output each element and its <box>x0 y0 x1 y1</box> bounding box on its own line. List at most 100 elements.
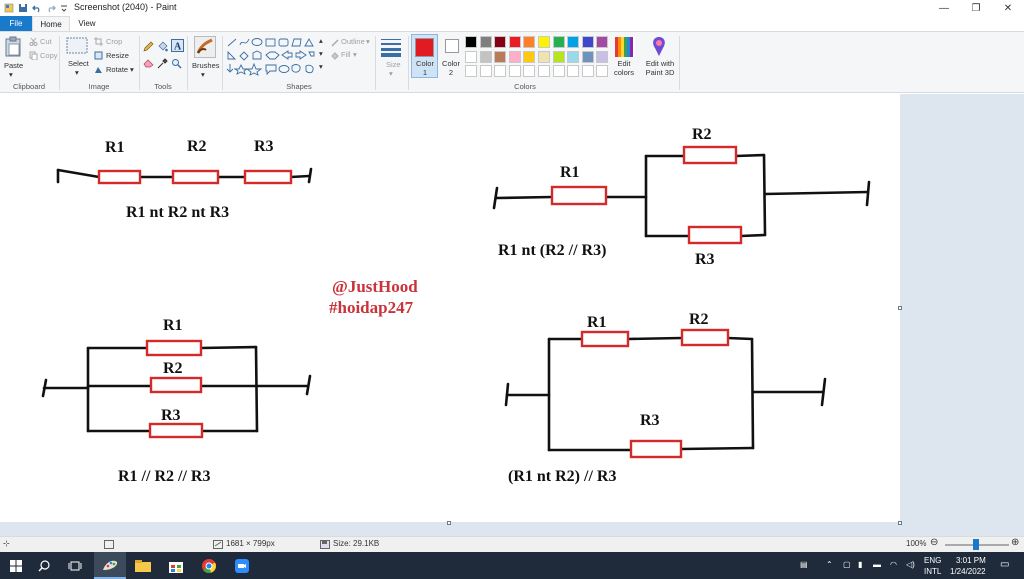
palette-swatch[interactable] <box>494 65 507 77</box>
tab-file[interactable]: File <box>0 16 32 31</box>
outline-button[interactable]: Outline <box>341 37 365 46</box>
magnifier-icon[interactable] <box>171 58 182 72</box>
select-icon[interactable] <box>66 37 88 58</box>
fill-button[interactable]: Fill <box>341 50 351 59</box>
search-icon[interactable] <box>28 552 60 579</box>
palette-swatch[interactable] <box>538 65 550 77</box>
language-code[interactable]: ENG <box>924 556 942 565</box>
palette-swatch[interactable] <box>508 65 521 77</box>
brushes-button[interactable]: Brushes <box>192 61 220 70</box>
palette-swatch[interactable] <box>465 65 477 77</box>
palette-swatch[interactable] <box>465 50 477 63</box>
keyboard-layout[interactable]: INTL <box>924 567 942 576</box>
tray-network-icon[interactable]: ◠ <box>890 560 897 569</box>
palette-swatch[interactable] <box>479 36 492 48</box>
canvas-resize-handle-corner[interactable] <box>898 521 902 525</box>
clock-time[interactable]: 3:01 PM <box>956 556 986 565</box>
cut-button[interactable]: Cut <box>40 37 52 46</box>
shapes-scroll-up-icon[interactable]: ▴ <box>319 36 323 45</box>
close-button[interactable]: ✕ <box>1003 2 1013 14</box>
brushes-icon[interactable] <box>194 36 216 61</box>
start-button[interactable] <box>0 552 32 579</box>
palette-swatch[interactable] <box>596 36 609 48</box>
redo-icon[interactable] <box>45 2 56 13</box>
fill-bucket-icon[interactable] <box>157 41 168 55</box>
fill-dropdown-icon[interactable]: ▾ <box>353 50 357 59</box>
palette-swatch[interactable] <box>523 36 536 48</box>
zoom-meetings-icon[interactable] <box>226 552 258 579</box>
palette-swatch[interactable] <box>581 36 594 48</box>
palette-swatch[interactable] <box>479 65 492 77</box>
file-explorer-icon[interactable] <box>127 552 159 579</box>
size-button[interactable]: Size <box>386 60 401 69</box>
maximize-button[interactable]: ❐ <box>971 2 981 14</box>
text-icon[interactable]: A <box>171 39 184 55</box>
crop-button[interactable]: Crop <box>106 37 123 46</box>
palette-swatch[interactable] <box>494 36 507 48</box>
palette-swatch[interactable] <box>465 36 477 48</box>
task-view-icon[interactable] <box>59 552 91 579</box>
rotate-button[interactable]: Rotate <box>106 65 129 74</box>
canvas-resize-handle-bottom[interactable] <box>447 521 451 525</box>
zoom-out-button[interactable]: ⊖ <box>930 537 939 548</box>
shapes-expand-icon[interactable]: ▾ <box>319 62 323 71</box>
color2-swatch[interactable] <box>445 39 459 53</box>
palette-swatch[interactable] <box>581 50 594 63</box>
pencil-icon[interactable] <box>143 41 154 55</box>
brushes-dropdown-icon[interactable]: ▾ <box>201 70 205 79</box>
paste-icon[interactable] <box>4 36 22 61</box>
color1-button[interactable] <box>411 34 438 78</box>
resize-button[interactable]: Resize <box>106 51 129 60</box>
color-picker-icon[interactable] <box>157 58 168 72</box>
shapes-scroll-down-icon[interactable]: ▾ <box>319 49 323 58</box>
drawing-canvas[interactable]: R1 R2 R3 R1 nt R2 nt R3 R1 R2 R3 R1 nt (… <box>0 94 900 522</box>
notifications-icon[interactable]: ▭ <box>1000 559 1010 570</box>
palette-swatch[interactable] <box>567 65 580 77</box>
palette-swatch[interactable] <box>523 65 536 77</box>
tray-usb-icon[interactable]: ▮ <box>858 560 863 569</box>
paint3d-icon[interactable] <box>650 36 668 61</box>
paste-dropdown-icon[interactable]: ▾ <box>9 70 13 79</box>
palette-swatch[interactable] <box>567 50 580 63</box>
tab-view[interactable]: View <box>78 19 96 28</box>
tray-clipboard-icon[interactable]: ▤ <box>800 560 808 569</box>
edit-paint3d-button[interactable]: Edit with Paint 3D <box>645 59 675 77</box>
copy-button[interactable]: Copy <box>40 51 58 60</box>
eraser-icon[interactable] <box>143 58 154 71</box>
zoom-slider-thumb[interactable] <box>973 539 979 550</box>
size-icon[interactable] <box>380 37 402 60</box>
size-dropdown-icon[interactable]: ▾ <box>389 69 393 78</box>
palette-swatch[interactable] <box>538 36 550 48</box>
palette-swatch[interactable] <box>523 50 536 63</box>
clock-date[interactable]: 1/24/2022 <box>950 567 986 576</box>
palette-swatch[interactable] <box>581 65 594 77</box>
zoom-in-button[interactable]: ⊕ <box>1011 537 1020 548</box>
edit-colors-button[interactable]: Edit colors <box>613 59 634 77</box>
select-dropdown-icon[interactable]: ▾ <box>75 68 79 77</box>
save-icon[interactable] <box>17 2 28 13</box>
shapes-gallery[interactable] <box>226 36 324 79</box>
tab-home[interactable]: Home <box>32 16 70 31</box>
tray-app-icon[interactable]: ▢ <box>843 560 851 569</box>
minimize-button[interactable]: — <box>939 2 949 14</box>
palette-swatch[interactable] <box>508 50 521 63</box>
chrome-icon[interactable] <box>193 552 225 579</box>
paint-taskbar-icon[interactable] <box>94 552 126 579</box>
palette-swatch[interactable] <box>479 50 492 63</box>
paint-app-icon[interactable] <box>3 2 14 13</box>
outline-dropdown-icon[interactable]: ▾ <box>366 37 370 46</box>
palette-swatch[interactable] <box>508 36 521 48</box>
palette-swatch[interactable] <box>538 50 550 63</box>
palette-swatch[interactable] <box>567 36 580 48</box>
edit-colors-icon[interactable] <box>615 37 635 60</box>
store-icon[interactable] <box>160 552 192 579</box>
select-button[interactable]: Select <box>68 59 89 68</box>
tray-chevron-up-icon[interactable]: ⌃ <box>826 560 833 569</box>
paste-button[interactable]: Paste <box>4 61 24 70</box>
palette-swatch[interactable] <box>552 36 565 48</box>
customize-qat-icon[interactable] <box>58 2 69 13</box>
palette-swatch[interactable] <box>596 65 609 77</box>
palette-swatch[interactable] <box>552 65 565 77</box>
tray-volume-icon[interactable]: ◁) <box>906 560 915 569</box>
rotate-dropdown-icon[interactable]: ▾ <box>130 65 134 74</box>
